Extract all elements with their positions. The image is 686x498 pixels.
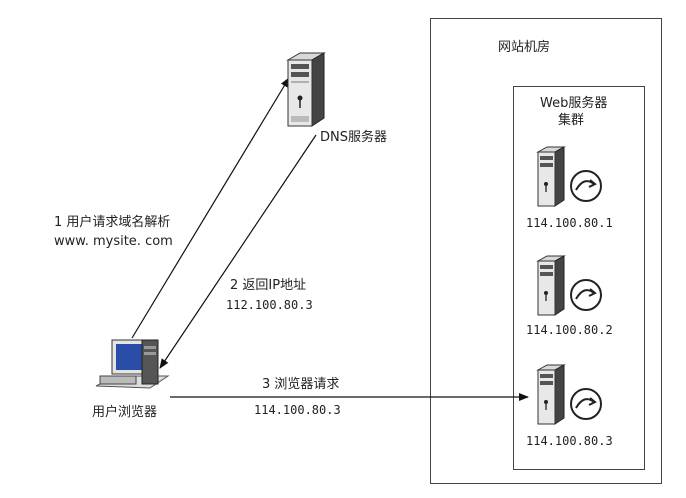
step3-label: 3 浏览器请求	[262, 377, 340, 392]
browser-label: 用户浏览器	[92, 405, 158, 420]
step2-label: 2 返回IP地址	[230, 278, 307, 293]
web-server-1-ip: 114.100.80.1	[526, 216, 613, 230]
web-server-3-ip: 114.100.80.3	[526, 434, 613, 448]
web-cluster-box	[513, 86, 645, 470]
dns-server-icon	[286, 52, 326, 127]
web-server-2-icon	[536, 255, 602, 316]
step3-ip: 114.100.80.3	[254, 403, 341, 417]
web-server-1-icon	[536, 146, 602, 207]
web-server-3-icon	[536, 364, 602, 425]
return-ip-arrow	[159, 134, 317, 369]
datacenter-box	[430, 18, 662, 484]
step1-domain: www. mysite. com	[54, 234, 173, 249]
step2-ip: 112.100.80.3	[226, 298, 313, 312]
web-cluster-title-line1: Web服务器	[540, 96, 608, 111]
web-server-2-ip: 114.100.80.2	[526, 323, 613, 337]
request-dns-arrow	[131, 77, 290, 339]
datacenter-title: 网站机房	[498, 40, 551, 55]
web-cluster-title-line2: 集群	[558, 113, 585, 128]
step1-label: 1 用户请求域名解析	[54, 215, 171, 230]
dns-server-label: DNS服务器	[320, 130, 387, 145]
computer-icon	[95, 339, 170, 389]
